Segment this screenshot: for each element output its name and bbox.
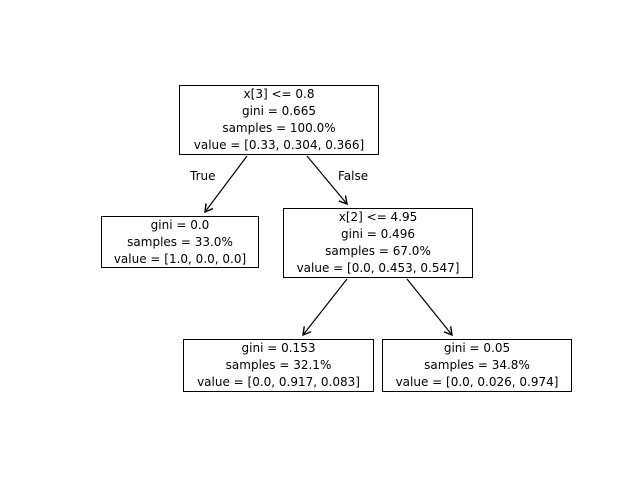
edge-rightsplit-to-bottom-right [406,278,453,337]
node-gini: gini = 0.0 [150,217,210,232]
node-gini: gini = 0.496 [341,227,415,241]
edge-label-false: False [337,169,370,183]
node-samples: samples = 34.8% [424,358,530,372]
node-samples: samples = 32.1% [225,358,332,372]
node-split-condition: x[3] <= 0.8 [243,87,315,101]
node-value: value = [0.33, 0.304, 0.366] [193,138,365,152]
bottom-right-leaf-node: gini = 0.05 samples = 34.8% value = [0.0… [382,339,572,392]
node-value: value = [0.0, 0.026, 0.974] [395,375,559,389]
edge-label-true: True [189,169,217,183]
node-samples: samples = 67.0% [325,244,431,258]
node-value: value = [1.0, 0.0, 0.0] [113,251,247,266]
node-value: value = [0.0, 0.453, 0.547] [296,261,460,275]
node-gini: gini = 0.665 [242,104,316,118]
bottom-left-leaf-node: gini = 0.153 samples = 32.1% value = [0.… [183,339,374,392]
node-samples: samples = 100.0% [222,121,336,135]
node-gini: gini = 0.05 [443,341,511,355]
root-split-node: x[3] <= 0.8 gini = 0.665 samples = 100.0… [179,85,379,155]
right-split-node: x[2] <= 4.95 gini = 0.496 samples = 67.0… [283,208,473,278]
left-leaf-node: gini = 0.0 samples = 33.0% value = [1.0,… [101,216,259,268]
node-split-condition: x[2] <= 4.95 [338,210,418,224]
edge-rightsplit-to-bottom-left [302,278,348,337]
node-gini: gini = 0.153 [241,341,316,355]
edge-root-to-right-split [306,155,348,206]
node-samples: samples = 33.0% [127,234,233,249]
node-value: value = [0.0, 0.917, 0.083] [197,375,360,389]
edge-root-to-left-leaf [204,155,248,214]
